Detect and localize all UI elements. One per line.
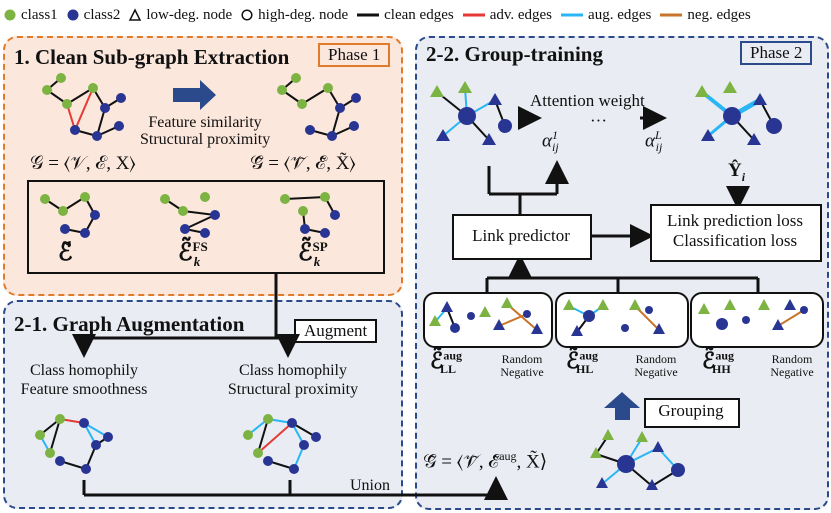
clean-graph [277, 73, 361, 141]
attention-weight: Attention weight [530, 91, 645, 110]
phase2-panel [415, 36, 829, 510]
group-ll-label: ℰ̃augLL [430, 348, 463, 377]
label-esp: ℰ̃SPk [298, 239, 328, 269]
phase1-title: 1. Clean Sub-graph Extraction [14, 45, 290, 69]
y-hat: Ŷi [728, 160, 746, 184]
aug-graph-right [243, 414, 321, 474]
group-ll-graph [429, 297, 543, 334]
legend: class1 class2 low-deg. node high-deg. no… [4, 3, 760, 27]
p2-graph-right [695, 81, 782, 145]
phase2-title: 2-2. Group-training [426, 42, 603, 66]
group-hh-label: ℰ̃augHH [702, 348, 735, 377]
aug-graph-left [35, 414, 113, 474]
aug-right-1: Class homophily [238, 362, 347, 379]
aug-title: 2-1. Graph Augmentation [14, 312, 245, 336]
p2-graph-left [430, 81, 512, 145]
link-predictor: Link predictor [472, 226, 570, 245]
group-hl-box [555, 292, 689, 348]
label-efs: ℰ̃FSk [178, 239, 208, 269]
alpha-1: α1ij [542, 128, 559, 155]
aug-tag: Augment [294, 319, 378, 343]
group-hh-rn-1: Random [771, 352, 813, 366]
arrow-text-1: Feature similarity [148, 114, 262, 131]
group-hh-box [690, 292, 824, 348]
aug-left-2: Feature smoothness [20, 381, 148, 398]
legend-aug: aug. edges [561, 6, 652, 23]
group-hh-rn-2: Negative [770, 365, 814, 379]
aug-left-1: Class homophily [29, 362, 138, 379]
loss-1: Link prediction loss [667, 211, 803, 230]
graph-g-tilde: 𝒢̃ = ⟨𝒱̃, ℰ̃, X̃⟩ [250, 153, 356, 174]
subgraph-efs [160, 192, 220, 238]
legend-neg: neg. edges [660, 6, 751, 23]
aug-result-graph [590, 429, 685, 490]
phase1-tag: Phase 1 [318, 43, 391, 67]
group-hh-graph [698, 299, 808, 330]
subgraph-esp [280, 192, 340, 238]
ellipsis: ··· [590, 111, 607, 130]
group-ll-box [423, 292, 553, 348]
legend-class1: class1 [4, 7, 58, 24]
grouping-box [644, 398, 740, 428]
alpha-L: αLij [645, 128, 663, 155]
group-hl-rn-1: Random [635, 352, 677, 366]
link-predictor-box [452, 214, 592, 260]
legend-class2: class2 [67, 7, 120, 24]
legend-high-deg: high-deg. node [241, 7, 348, 24]
graph-g-aug: 𝒢̃ = ⟨𝒱̃, ℰ̃aug, X̃⟩ [423, 449, 548, 473]
union-label: Union [350, 477, 390, 494]
legend-adv: adv. edges [462, 6, 553, 23]
label-e: ℰ̃ [58, 240, 73, 266]
group-hl-rn-2: Negative [634, 365, 678, 379]
group-ll-rn-2: Negative [500, 365, 544, 379]
grouping-label: Grouping [658, 401, 724, 420]
aug-right-2: Structural proximity [227, 381, 359, 398]
legend-low-deg: low-deg. node [129, 7, 232, 24]
original-graph [42, 73, 126, 141]
graph-g: 𝒢 = ⟨𝒱, ℰ, X⟩ [30, 153, 136, 174]
subgraph-e [40, 192, 100, 238]
group-hl-graph [563, 299, 665, 336]
arrow-text-2: Structural proximity [140, 131, 271, 148]
group-ll-rn-1: Random [501, 352, 543, 366]
loss-2: Classification loss [672, 231, 798, 250]
group-hl-label: ℰ̃augHL [566, 348, 599, 377]
phase2-tag: Phase 2 [740, 41, 813, 65]
legend-clean: clean edges [357, 6, 454, 23]
loss-box [650, 204, 822, 262]
